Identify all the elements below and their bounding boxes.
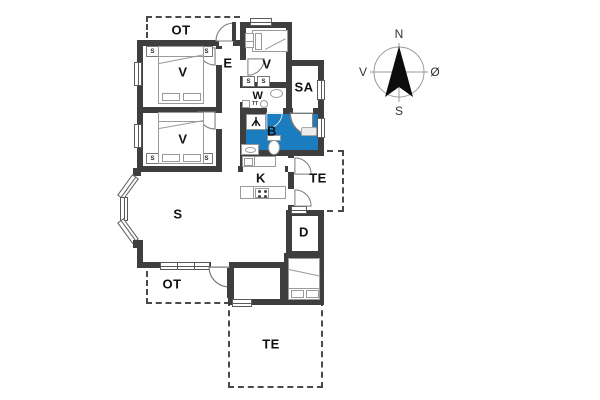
kitchen-island xyxy=(240,186,286,199)
door-opening-wb xyxy=(267,108,283,114)
label-te-bottom: TE xyxy=(262,336,280,352)
kitchen-opening xyxy=(243,166,285,172)
door-opening-w xyxy=(240,88,246,102)
dryer-label: TT xyxy=(252,101,259,107)
hall-to-living-opening xyxy=(222,166,238,172)
bed-v3 xyxy=(252,30,288,52)
terrace-ot-top xyxy=(146,16,240,46)
label-te-right: TE xyxy=(309,170,327,186)
compass-needle-icon xyxy=(385,46,413,97)
terrace-te-bottom xyxy=(228,300,323,388)
entrance-opening xyxy=(219,40,233,46)
label-v1: V xyxy=(178,64,188,80)
door-opening-v1 xyxy=(216,49,222,65)
closet: S xyxy=(257,76,270,87)
door-arc-s-te xyxy=(294,189,312,207)
label-v3: V xyxy=(262,56,272,72)
door-arc-w-b xyxy=(266,112,283,129)
bed-annex xyxy=(288,258,321,300)
sauna-bench xyxy=(301,127,317,136)
stove-icon xyxy=(255,188,269,198)
label-b: B xyxy=(267,123,277,139)
appliance-icon xyxy=(260,100,268,108)
label-sa: SA xyxy=(294,79,314,95)
compass-label-east: Ø xyxy=(430,65,439,79)
label-ot-bottom: OT xyxy=(162,276,182,292)
bay-opening xyxy=(137,172,143,240)
door-arc-v3 xyxy=(247,58,265,76)
wall-kitchen-east xyxy=(288,150,294,160)
bay-window-upper xyxy=(117,174,139,200)
closet: S xyxy=(242,76,255,87)
door-opening-sa xyxy=(293,108,313,114)
bed-v1 xyxy=(158,46,204,104)
dresser-v3 xyxy=(245,33,254,48)
door-opening-s-ot xyxy=(211,262,229,268)
label-ot-top: OT xyxy=(171,22,191,38)
compass-label-south: S xyxy=(395,104,403,118)
label-w: W xyxy=(252,90,264,102)
door-opening-k-te xyxy=(288,158,294,172)
shower-icon xyxy=(251,117,261,127)
toilet-b-icon xyxy=(268,140,280,155)
label-s: S xyxy=(173,206,183,222)
kitchen-counter-top xyxy=(242,156,276,167)
window-v1 xyxy=(134,62,142,86)
door-opening-v3 xyxy=(240,60,246,76)
terrace-ot-bottom xyxy=(146,262,230,304)
window-v2 xyxy=(134,124,142,148)
door-opening-v2 xyxy=(216,113,222,129)
washer-icon xyxy=(242,100,250,108)
toilet-w-icon xyxy=(270,89,283,98)
window-d xyxy=(291,206,307,214)
shower-tray xyxy=(246,114,266,130)
label-v2: V xyxy=(178,131,188,147)
compass-label-west: V xyxy=(359,65,367,79)
bay-window-middle xyxy=(120,197,128,221)
window-s-south xyxy=(160,262,210,270)
entrance-door-leaf xyxy=(232,22,236,41)
compass-label-north: N xyxy=(395,27,404,41)
door-arc-k-te xyxy=(294,157,312,175)
window-sa xyxy=(317,80,325,100)
door-opening-s-te xyxy=(288,189,294,205)
window-pocket xyxy=(232,299,252,307)
ot-door-leaf xyxy=(227,268,232,298)
bay-joint xyxy=(133,168,141,176)
window-v3 xyxy=(250,18,272,26)
label-e: E xyxy=(223,55,233,71)
sink-counter-b xyxy=(241,144,259,155)
room-s xyxy=(137,166,294,268)
bed-v2 xyxy=(158,112,204,164)
bay-joint xyxy=(133,240,141,248)
label-k: K xyxy=(256,170,266,186)
window-b xyxy=(317,118,325,138)
label-d: D xyxy=(299,224,309,240)
compass: N V Ø S xyxy=(359,27,440,118)
